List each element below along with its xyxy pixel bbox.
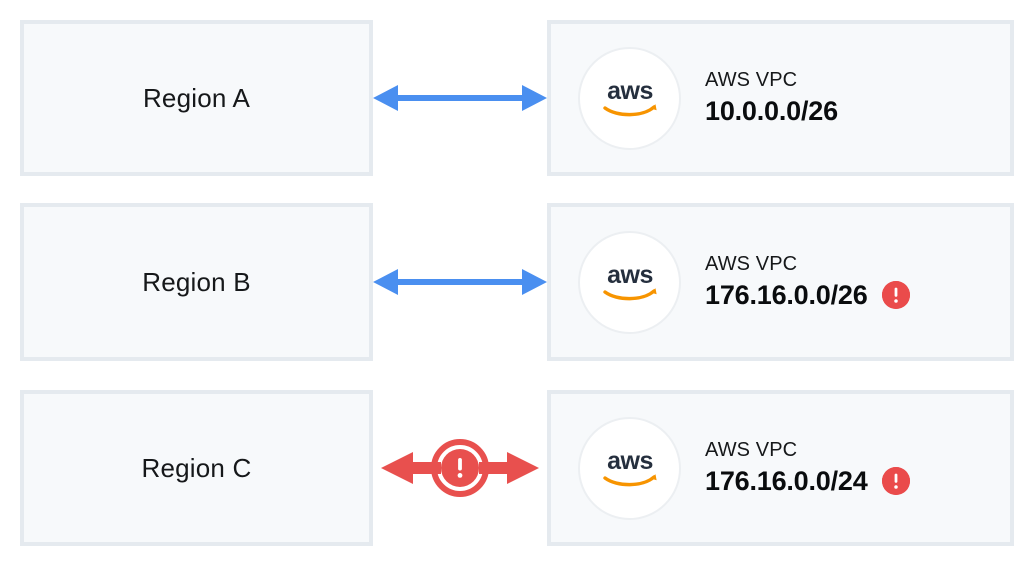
svg-text:aws: aws [607, 261, 653, 289]
region-label: Region B [142, 266, 251, 297]
vpc-card[interactable]: aws AWS VPC 176.16.0.0/24 [547, 390, 1014, 546]
double-arrow-icon [373, 269, 547, 295]
vpc-cidr-row: 176.16.0.0/24 [705, 465, 910, 497]
region-box[interactable]: Region B [20, 203, 373, 361]
aws-logo-icon: aws [578, 230, 681, 334]
aws-wordmark-icon: aws [602, 447, 657, 487]
connector-arrow-ok [373, 20, 547, 176]
vpc-cidr-row: 10.0.0.0/26 [705, 95, 838, 127]
alert-exclamation-icon [881, 281, 910, 310]
connector-arrow-ok [373, 203, 547, 361]
vpc-card[interactable]: aws AWS VPC 10.0.0.0/26 [547, 20, 1014, 176]
vpc-text-block: AWS VPC 176.16.0.0/24 [705, 438, 910, 497]
vpc-text-block: AWS VPC 10.0.0.0/26 [705, 68, 838, 127]
double-arrow-alert-icon [381, 439, 539, 497]
connector-arrow-error [373, 390, 547, 546]
vpc-title: AWS VPC [705, 69, 798, 92]
diagram-row: Region C aws [0, 390, 1032, 546]
diagram-row: Region A aws AWS VPC 10.0.0.0/26 [0, 20, 1032, 176]
vpc-text-block: AWS VPC 176.16.0.0/26 [705, 252, 910, 311]
svg-text:aws: aws [607, 77, 653, 105]
vpc-cidr-value: 10.0.0.0/26 [705, 96, 838, 127]
region-label: Region A [142, 82, 251, 113]
region-label: Region C [141, 452, 252, 483]
vpc-cidr-value: 176.16.0.0/26 [705, 280, 868, 311]
svg-text:aws: aws [607, 447, 653, 475]
region-box[interactable]: Region A [20, 20, 373, 176]
double-arrow-icon [373, 85, 547, 111]
aws-logo-icon: aws [578, 416, 681, 520]
vpc-cidr-row: 176.16.0.0/26 [705, 279, 910, 311]
vpc-card[interactable]: aws AWS VPC 176.16.0.0/26 [547, 203, 1014, 361]
diagram-row: Region B aws AWS VPC 176.16.0.0/26 [0, 203, 1032, 361]
vpc-cidr-value: 176.16.0.0/24 [705, 466, 868, 497]
region-box[interactable]: Region C [20, 390, 373, 546]
aws-wordmark-icon: aws [602, 77, 657, 117]
aws-wordmark-icon: aws [602, 261, 657, 301]
vpc-title: AWS VPC [705, 253, 798, 276]
aws-logo-icon: aws [578, 46, 681, 150]
alert-exclamation-icon [881, 467, 910, 496]
vpc-title: AWS VPC [705, 439, 798, 462]
